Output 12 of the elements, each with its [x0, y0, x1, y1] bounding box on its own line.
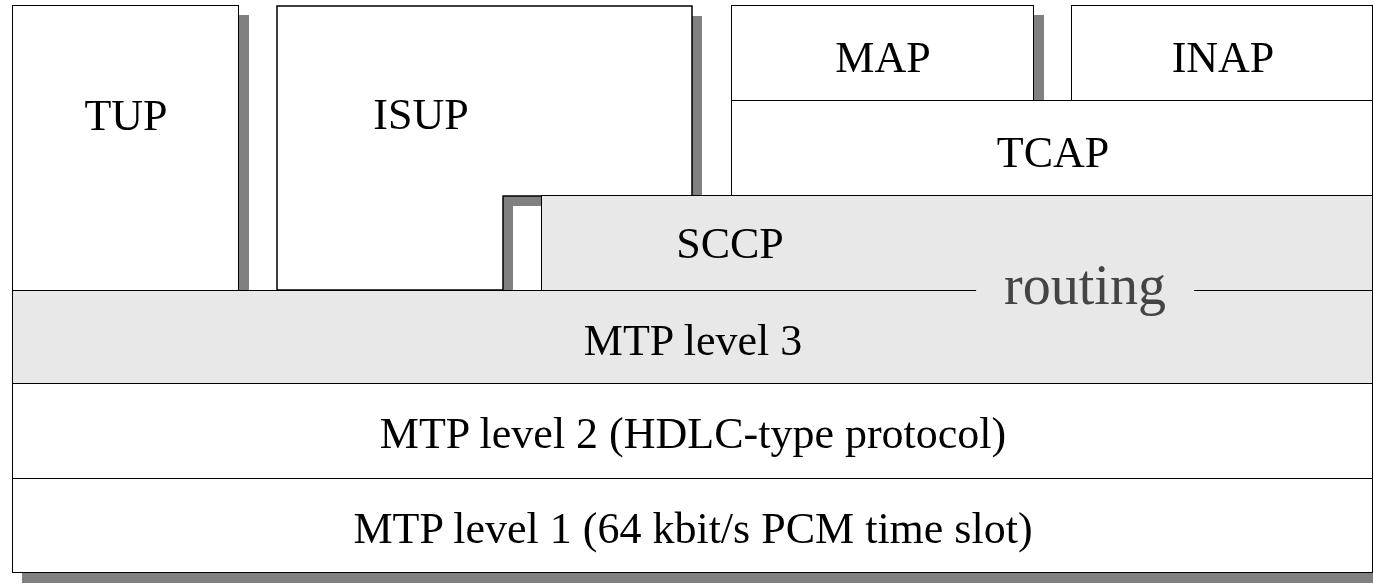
- protocol-layer-box: [12, 383, 1373, 479]
- layer-name: SCCP: [676, 222, 784, 266]
- layer-name: MTP level 3: [583, 319, 803, 363]
- layer-name: TCAP: [996, 131, 1110, 175]
- layer-name: TUP: [84, 94, 168, 138]
- protocol-layer-box: [731, 100, 1373, 196]
- layer-name: MTP level 1 (64 kbit/s PCM time slot): [353, 507, 1033, 551]
- layer-name: MAP: [835, 36, 931, 80]
- layer-name: INAP: [1171, 36, 1275, 80]
- protocol-layer-box: [1071, 5, 1373, 101]
- layer-name: MTP level 2 (HDLC-type protocol): [379, 412, 1007, 456]
- layer-name: ISUP: [373, 93, 469, 137]
